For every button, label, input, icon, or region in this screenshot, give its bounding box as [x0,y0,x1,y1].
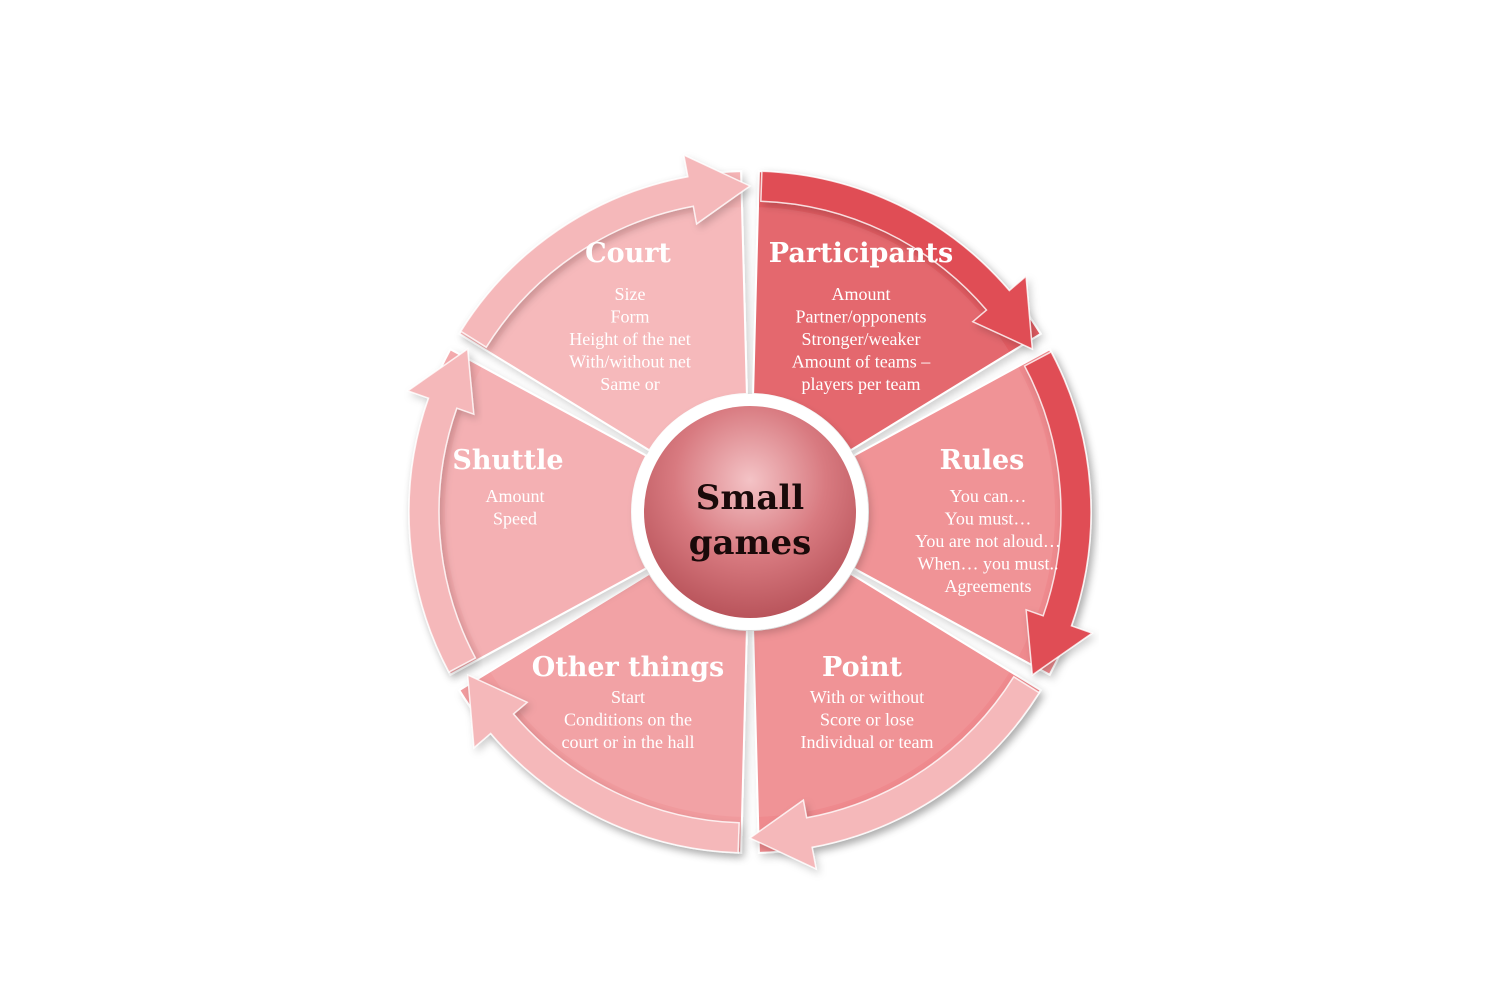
segment-line-court: Form [610,307,649,327]
segment-rules-gloss [853,366,1055,658]
segment-title-court: Court [585,238,671,269]
segment-line-other-things: Conditions on the [564,710,692,730]
segment-line-rules: When… you must.. [918,554,1059,574]
segment-line-court: Size [615,284,646,304]
segment-title-other-things: Other things [532,652,725,683]
segment-line-participants: Amount of teams – [792,352,931,372]
segment-title-rules: Rules [940,445,1025,476]
segment-line-point: Score or lose [820,710,914,730]
segment-line-court: Height of the net [569,329,690,349]
segment-point-gloss [753,573,1011,817]
segment-line-point: With or without [810,687,924,707]
segment-line-rules: You can… [950,486,1027,506]
segment-line-participants: players per team [802,374,921,394]
arrow-participants-icon [760,170,1034,351]
arrow-other-things-icon [466,673,740,854]
segment-line-other-things: Start [611,687,645,707]
arrow-point-icon [748,675,1041,871]
segment-line-rules: You must… [945,509,1032,529]
segment-line-rules: You are not aloud… [915,531,1061,551]
segment-shuttle-gloss [445,366,647,658]
segment-line-point: Individual or team [801,732,934,752]
segment-line-participants: Partner/opponents [796,307,927,327]
arrow-rules-icon [1023,350,1094,677]
segment-line-shuttle: Speed [493,509,537,529]
segment-other-things-gloss [489,573,747,817]
segment-title-participants: Participants [769,238,953,269]
segment-line-participants: Stronger/weaker [802,329,921,349]
segment-court-gloss [489,207,747,451]
center-title-line-2: games [689,523,812,563]
center-circle: Small games [632,394,868,630]
segment-line-court: Same or [600,374,659,394]
segment-title-point: Point [822,652,902,683]
arrow-shuttle-icon [406,347,477,674]
arrow-court-icon [459,153,752,349]
center-title-line-1: Small [696,478,804,518]
segment-title-shuttle: Shuttle [452,445,563,476]
segment-line-other-things: court or in the hall [562,732,695,752]
segment-line-rules: Agreements [945,576,1032,596]
segment-participants-gloss [753,207,1011,451]
segment-line-participants: Amount [831,284,890,304]
segment-line-shuttle: Amount [485,486,544,506]
segment-line-court: With/without net [569,352,691,372]
